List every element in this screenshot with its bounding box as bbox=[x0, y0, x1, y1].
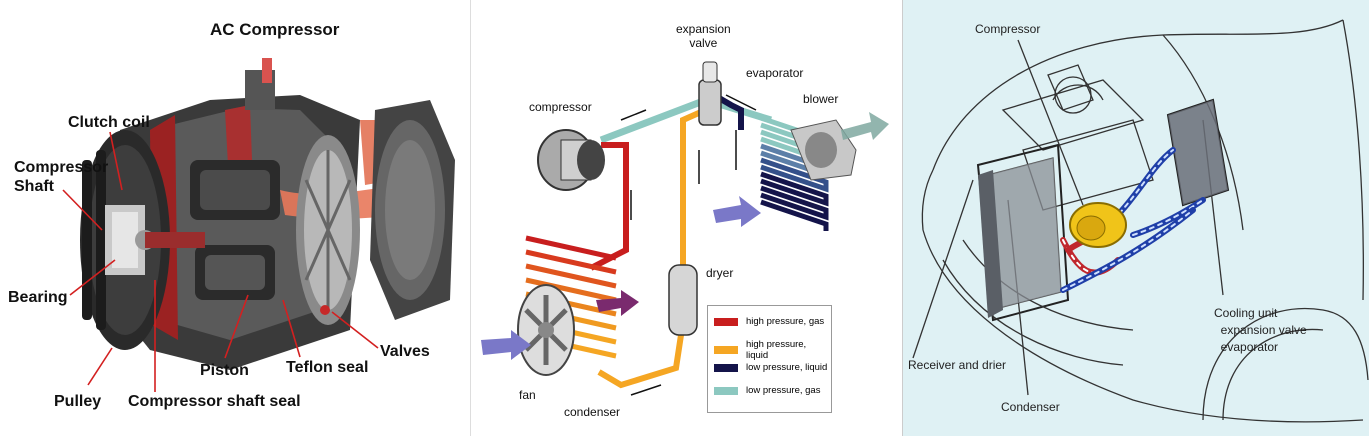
label-dryer: dryer bbox=[706, 266, 734, 280]
refrigerant-cycle-diagram bbox=[481, 61, 889, 396]
legend-swatch bbox=[714, 346, 738, 354]
label-expansion-valve: expansion valve bbox=[676, 22, 731, 50]
legend-label: low pressure, liquid bbox=[746, 362, 828, 373]
legend-label: low pressure, gas bbox=[746, 385, 821, 396]
label-compressor-shaft-seal: Compressor shaft seal bbox=[128, 393, 301, 410]
legend-item: low pressure, liquid bbox=[714, 362, 827, 373]
label-cooling-unit: Cooling unit expansion valve evaporator bbox=[1214, 306, 1307, 354]
engine-bay-illustration bbox=[912, 19, 1369, 423]
label-pulley: Pulley bbox=[54, 393, 102, 410]
legend-item: low pressure, gas bbox=[714, 385, 820, 396]
ac-compressor-panel: AC Compressor Clutch coil Compressor Sha… bbox=[0, 0, 470, 436]
refrigerant-cycle-panel: expansion valve evaporator blower compre… bbox=[470, 0, 903, 436]
legend-swatch bbox=[714, 363, 738, 372]
label-valves: Valves bbox=[380, 343, 430, 360]
label-condenser: condenser bbox=[564, 405, 621, 419]
legend-label: high pressure, gas bbox=[746, 316, 825, 327]
legend-item: high pressure, gas bbox=[714, 316, 824, 327]
legend-swatch bbox=[714, 317, 738, 326]
label-teflon-seal: Teflon seal bbox=[286, 359, 369, 376]
label-compressor: Compressor bbox=[975, 22, 1041, 36]
label-bearing: Bearing bbox=[8, 289, 68, 306]
label-clutch-coil: Clutch coil bbox=[68, 114, 150, 131]
engine-bay-panel: Compressor Receiver and drier Condenser … bbox=[902, 0, 1369, 436]
label-condenser: Condenser bbox=[1001, 400, 1060, 414]
label-receiver-and-drier: Receiver and drier bbox=[908, 358, 1007, 372]
pressure-legend: high pressure, gas high pressure, liquid… bbox=[707, 305, 832, 413]
legend-swatch bbox=[714, 386, 738, 395]
legend-item: high pressure, liquid bbox=[714, 339, 831, 361]
label-piston: Piston bbox=[200, 362, 249, 379]
panel-title: AC Compressor bbox=[210, 20, 340, 39]
compressor-cutaway-illustration bbox=[62, 58, 455, 392]
label-fan: fan bbox=[519, 388, 536, 402]
label-evaporator: evaporator bbox=[746, 66, 804, 80]
legend-label: high pressure, liquid bbox=[746, 339, 807, 361]
label-compressor-shaft: Compressor Shaft bbox=[14, 159, 109, 195]
label-blower: blower bbox=[803, 92, 839, 106]
label-compressor: compressor bbox=[529, 100, 592, 114]
